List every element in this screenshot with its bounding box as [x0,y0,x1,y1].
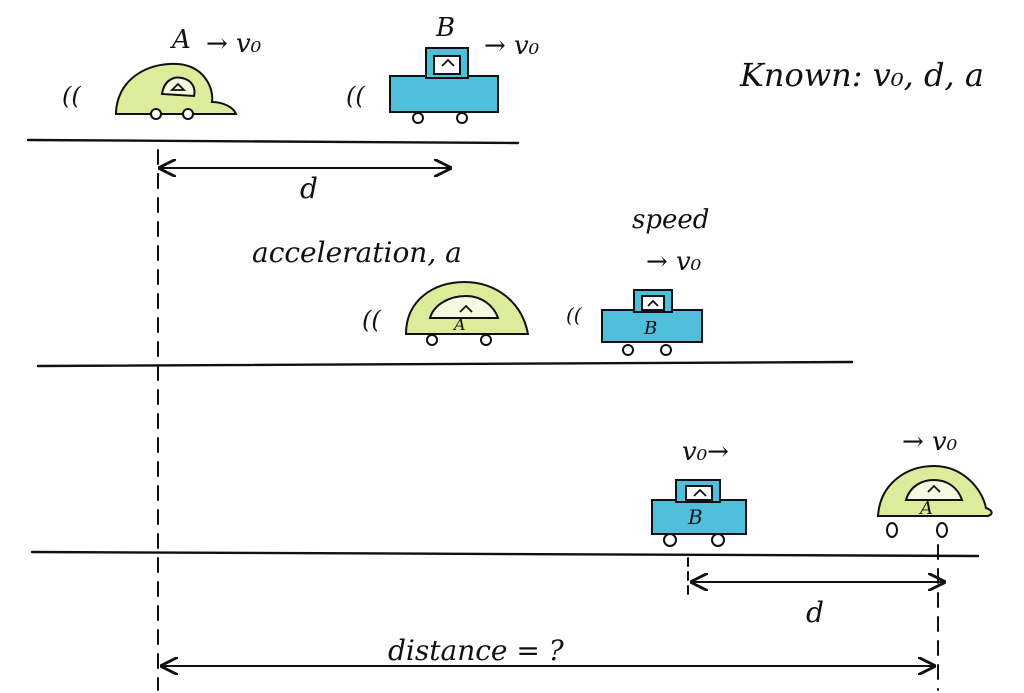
car-a [115,62,238,120]
gap-d-label: d [300,172,318,205]
car-a-label: A [170,25,191,55]
road-2 [36,360,854,368]
car-b-body-label: B [643,318,657,339]
car-a: A [404,280,530,346]
acceleration-label: acceleration, a [252,236,462,269]
motion-marks-b1: (( [346,82,365,110]
car-b-label: B [435,13,455,43]
scene-2: acceleration, a A (( B (( speed → v₀ [36,205,854,368]
scene-3: B v₀→ A → v₀ d distance = ? [30,427,993,667]
car-b: B [601,289,703,356]
known-label: Known: v₀, d, a [739,56,984,94]
motion-marks-b2: (( [566,303,583,327]
car-b-body-label: B [687,505,703,529]
car-a-body-label: A [452,315,466,334]
gap-d-label: d [806,596,824,629]
car-b-velocity: → v₀ [484,31,540,61]
road-1 [26,138,520,145]
motion-marks-a2: (( [362,306,381,334]
car-b: B [651,479,747,547]
road-3 [30,550,980,558]
car-b [389,47,499,124]
scene-1: (( A → v₀ (( B → v₀ d [26,13,540,205]
speed-velocity: → v₀ [646,247,702,277]
speed-label: speed [632,205,709,235]
car-a: A [876,464,993,538]
car-b-velocity: v₀→ [682,437,729,467]
car-a-body-label: A [918,498,933,519]
motion-marks-a1: (( [62,82,81,110]
distance-label: distance = ? [388,634,565,667]
car-a-velocity: → v₀ [206,29,262,59]
car-a-velocity: → v₀ [902,427,958,457]
